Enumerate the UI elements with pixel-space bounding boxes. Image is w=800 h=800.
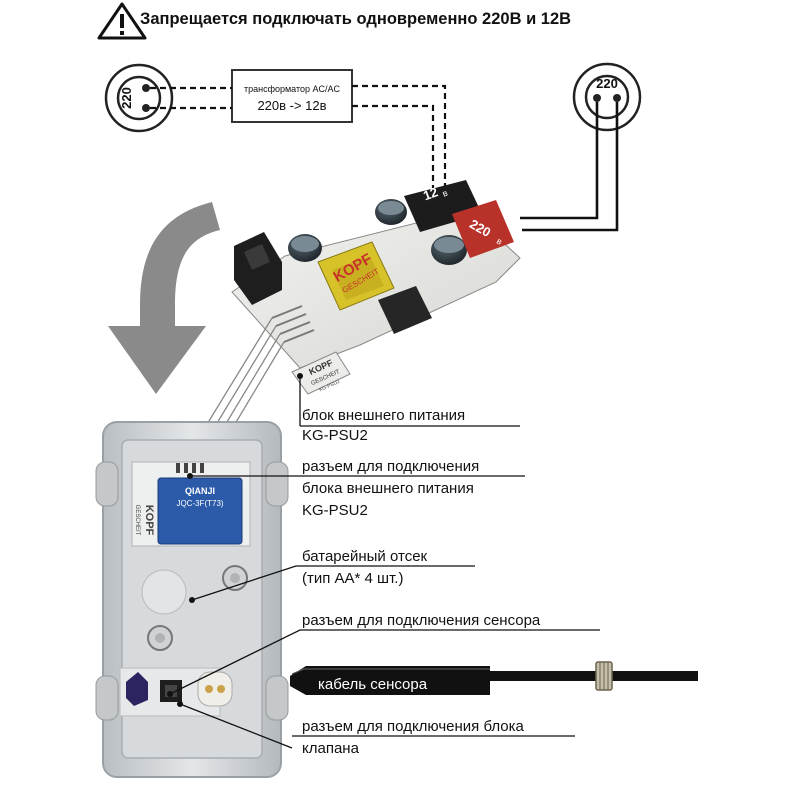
terminal-12v-label: 12 bbox=[421, 184, 440, 203]
left-socket bbox=[104, 63, 174, 133]
housing-brand-sub-label: GESCHEIT bbox=[134, 505, 140, 536]
insert-direction-arrow bbox=[108, 202, 220, 394]
terminal-220v-unit: в bbox=[495, 236, 504, 247]
psu-callout-line2: KG-PSU2 bbox=[302, 427, 368, 444]
warning-text: Запрещается подключать одновременно 220В… bbox=[140, 10, 572, 28]
connector-callout-line3: KG-PSU2 bbox=[302, 502, 368, 519]
housing-brand-label: KOPF bbox=[143, 505, 155, 536]
psu-callout-line1: блок внешнего питания bbox=[302, 407, 466, 424]
transformer-ratio: 220в -> 12в bbox=[257, 98, 326, 113]
right-socket-label: 220 bbox=[596, 76, 618, 91]
sensor-cable bbox=[290, 661, 698, 695]
terminal-12v-unit: в bbox=[441, 188, 449, 199]
transformer-box bbox=[231, 69, 353, 123]
sensor-cable-label: кабель сенсора bbox=[318, 676, 428, 693]
transformer-title: трансформатор AC/AC bbox=[244, 84, 341, 94]
right-socket bbox=[572, 62, 642, 132]
callout-dots bbox=[167, 373, 303, 707]
connector-callout-line1: разъем для подключения bbox=[302, 458, 480, 475]
left-socket-label: 220 bbox=[119, 87, 134, 109]
valve-callout-line2: клапана bbox=[302, 740, 359, 757]
warning-triangle-icon bbox=[97, 2, 147, 40]
battery-callout-line2: (тип АА* 4 шт.) bbox=[302, 570, 404, 587]
relay-model-label: JQC-3F(T73) bbox=[176, 499, 223, 508]
dashed-wires-input bbox=[150, 86, 232, 110]
valve-callout-line1: разъем для подключения блока bbox=[302, 718, 524, 735]
dashed-wires-12v bbox=[352, 84, 447, 190]
relay-brand-label: QIANJI bbox=[185, 486, 215, 496]
battery-callout-line1: батарейный отсек bbox=[302, 548, 428, 565]
psu-board bbox=[231, 180, 521, 395]
callout-lines bbox=[169, 376, 600, 749]
solid-wires-220v bbox=[520, 102, 619, 232]
sensor-connector-callout: разъем для подключения сенсора bbox=[302, 612, 541, 629]
connector-callout-line2: блока внешнего питания bbox=[302, 480, 474, 497]
